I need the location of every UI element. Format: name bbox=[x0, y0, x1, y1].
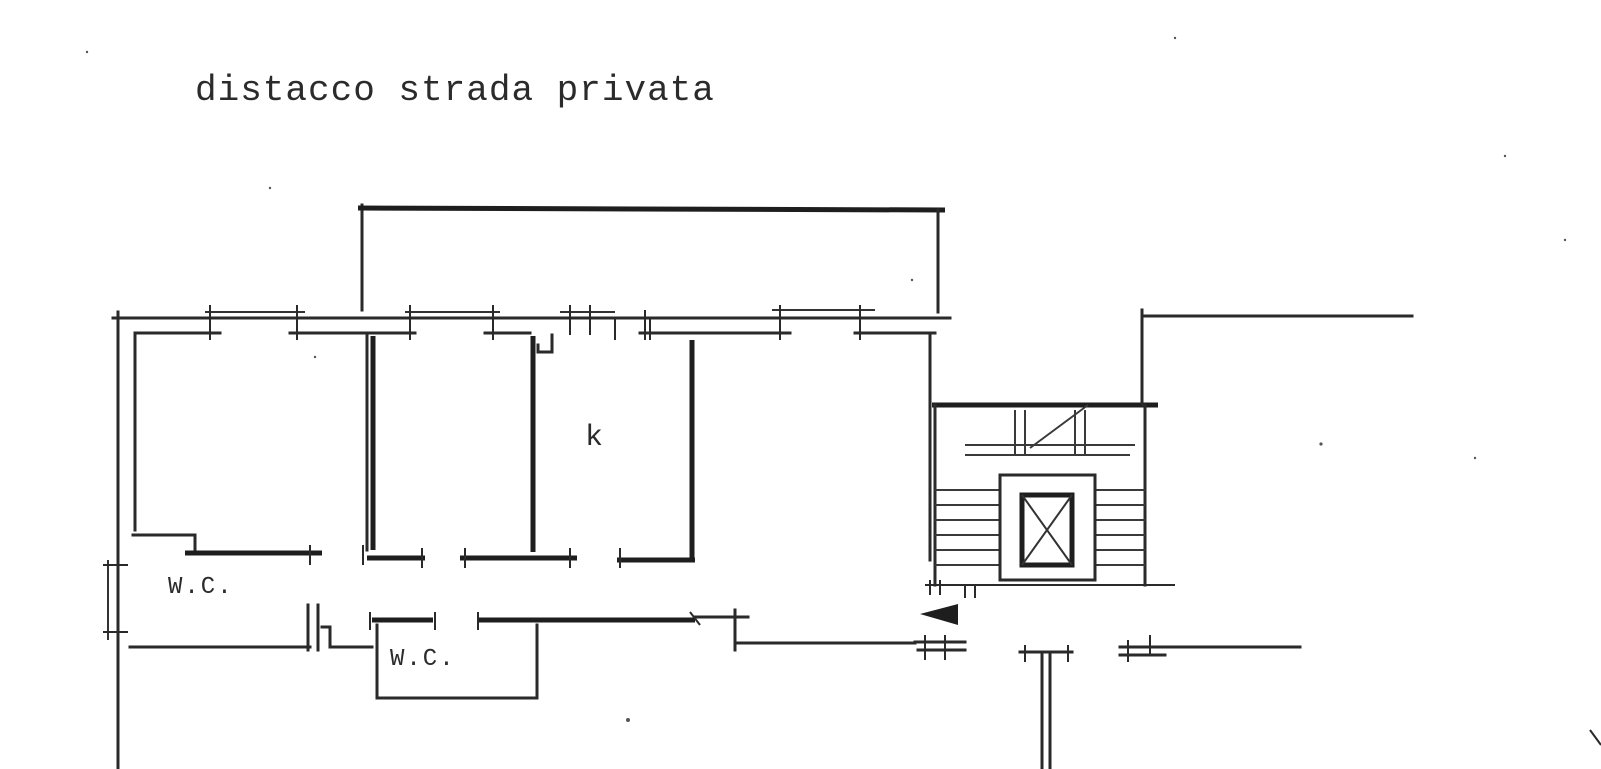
west-wall bbox=[103, 310, 137, 769]
corridor-walls bbox=[131, 533, 695, 568]
room-label-wc-left: W.C. bbox=[168, 574, 234, 601]
room-label-kitchen: k bbox=[585, 421, 604, 455]
drawing-title: distacco strada privata bbox=[195, 70, 715, 111]
entrance-arrow bbox=[920, 604, 958, 625]
terrace-outline bbox=[357, 203, 946, 314]
interior-partitions bbox=[365, 333, 932, 562]
room-label-wc-center: W.C. bbox=[390, 646, 456, 673]
north-wall bbox=[111, 305, 952, 340]
lower-corridor-walls bbox=[128, 603, 917, 700]
landing-walls bbox=[913, 635, 1302, 769]
scan-marks bbox=[85, 36, 1601, 746]
stairwell bbox=[925, 308, 1414, 598]
